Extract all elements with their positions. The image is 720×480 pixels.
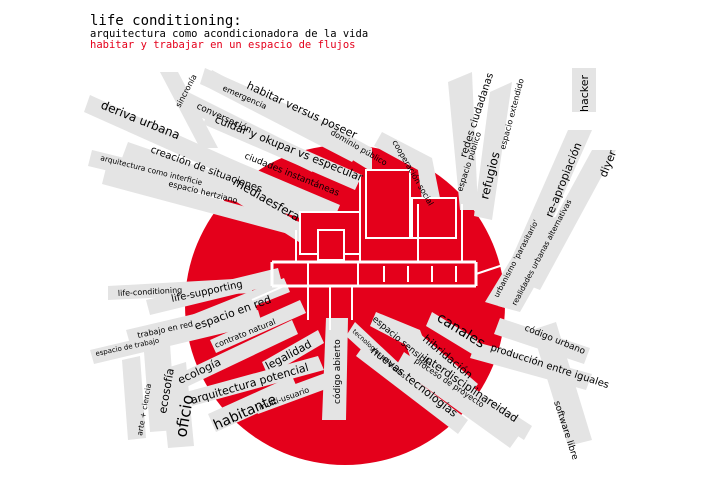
diagram-subtitle: arquitectura como acondicionadora de la …: [90, 28, 369, 40]
band-proceso: [396, 352, 520, 448]
band-arq-potencial: [186, 356, 324, 406]
band-habitante: [208, 376, 300, 432]
diagram-subtitle-red: habitar y trabajar en un espacio de fluj…: [90, 39, 356, 51]
band-contrato: [210, 300, 306, 353]
band-legalidad: [262, 330, 324, 376]
band-cooperacion: [374, 132, 440, 200]
title-block: life conditioning: arquitectura como aco…: [90, 14, 368, 51]
band-arte: [122, 356, 146, 440]
bands: [84, 68, 616, 448]
label-hacker: hacker: [578, 74, 591, 112]
band-interdisc: [410, 352, 532, 440]
band-oficio: [160, 362, 194, 448]
band-nuevas: [356, 342, 468, 434]
band-mediaesfera: [218, 175, 310, 244]
band-espacio-trabajo: [90, 310, 262, 364]
band-cuidar: [203, 108, 362, 190]
band-redes: [448, 72, 478, 210]
band-espacio-red: [184, 278, 290, 332]
band-espext: [474, 82, 512, 220]
band-software: [532, 322, 592, 446]
diagram-title: life conditioning:: [90, 13, 242, 29]
band-sensible: [370, 312, 432, 368]
band-hacker: [572, 68, 596, 112]
band-ecologia: [170, 320, 298, 392]
band-dominio: [317, 122, 372, 172]
label-codigo-abierto: código abierto: [332, 339, 343, 404]
band-lifesupp: [146, 268, 282, 315]
band-hertziano: [102, 168, 300, 236]
band-canales: [426, 312, 478, 354]
band-realidades: [498, 210, 578, 312]
band-codigo-abierto: [322, 318, 348, 420]
central-structure: [251, 169, 507, 330]
label-life-conditioning: life-conditioning: [118, 286, 183, 298]
band-ciudades: [204, 150, 340, 219]
